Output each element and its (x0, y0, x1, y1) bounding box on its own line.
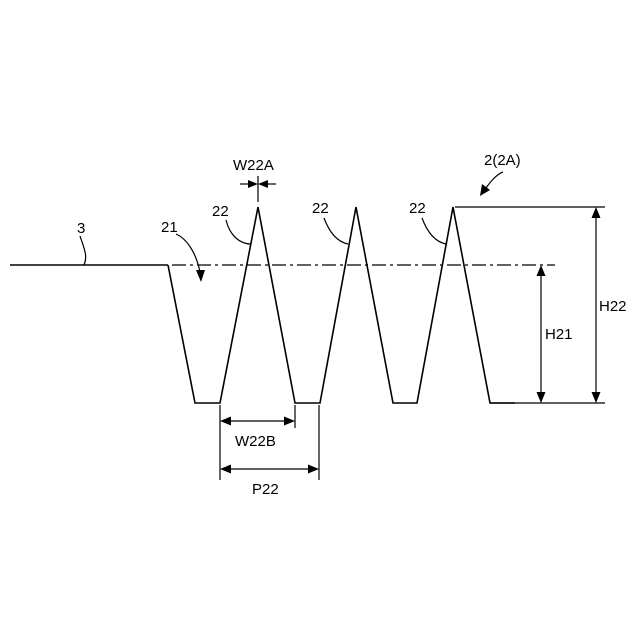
label-p22: P22 (252, 481, 279, 498)
label-tooth-2: 22 (312, 200, 329, 217)
label-h22: H22 (599, 298, 627, 315)
leader-tooth-1 (226, 220, 251, 244)
label-w22a: W22A (233, 157, 274, 174)
label-groove-21: 21 (161, 219, 178, 236)
label-part-2a: 2(2A) (484, 152, 521, 169)
label-surface-3: 3 (77, 220, 85, 237)
dimension-w22b (220, 417, 295, 426)
label-tooth-3: 22 (409, 200, 426, 217)
dimension-p22 (220, 465, 319, 474)
label-w22b: W22B (235, 433, 276, 450)
part-2a-arrow (480, 172, 503, 196)
label-h21: H21 (545, 326, 573, 343)
leader-surface-3 (80, 236, 86, 265)
groove-21-arrow (176, 234, 205, 282)
leader-tooth-2 (324, 218, 348, 244)
leader-tooth-3 (422, 218, 446, 244)
label-tooth-1: 22 (212, 203, 229, 220)
serration-profile (168, 207, 515, 403)
